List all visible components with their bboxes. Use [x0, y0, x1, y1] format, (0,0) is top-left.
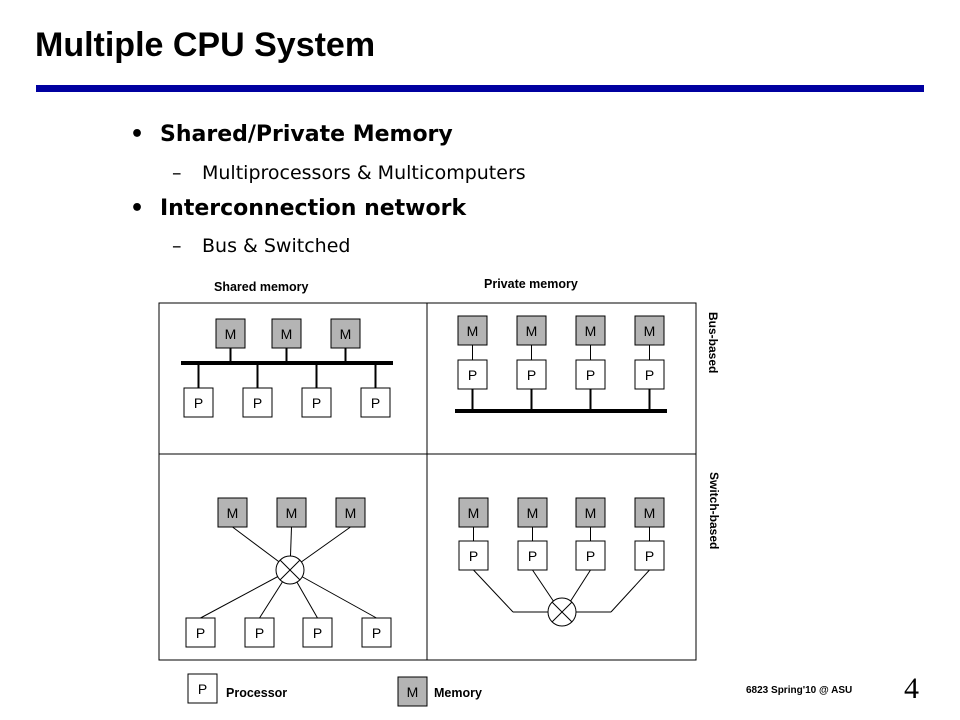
memory-node-label: M — [281, 326, 293, 342]
bullet-dot: • — [130, 196, 145, 221]
processor-node — [575, 540, 606, 571]
processor-node-label: P — [371, 395, 380, 411]
memory-node-label: M — [340, 326, 352, 342]
processor-node-label: P — [586, 367, 595, 383]
processor-node-label: P — [255, 625, 264, 641]
switch-link-line — [610, 569, 650, 613]
switch-cross-line — [279, 559, 301, 581]
memory-node — [271, 318, 302, 349]
processor-node — [517, 540, 548, 571]
processor-node — [516, 359, 547, 390]
memory-node — [457, 315, 488, 346]
memory-node — [517, 497, 548, 528]
processor-node — [634, 540, 665, 571]
footer-text: 6823 Spring'10 @ ASU — [746, 685, 853, 696]
switch-link-line — [532, 569, 555, 603]
column-label-shared-memory: Shared memory — [214, 280, 309, 294]
processor-node-label: P — [313, 625, 322, 641]
row-label-switch-based: Switch-based — [707, 472, 721, 549]
memory-node-label: M — [526, 323, 538, 339]
processor-node-label: P — [468, 367, 477, 383]
processor-node-label: P — [586, 548, 595, 564]
diagram-nodes: M M M P P P P M P M P M P M P M M M P P P P M P M P M P M P — [181, 315, 667, 648]
memory-node-label: M — [227, 505, 239, 521]
bullet-text: Interconnection network — [160, 196, 467, 221]
title-rule — [36, 85, 924, 92]
processor-node-label: P — [469, 548, 478, 564]
legend-processor-label: Processor — [226, 686, 287, 700]
bullet-item: • Shared/Private Memory — [130, 122, 453, 147]
sub-bullet-item: – Multiprocessors & Multicomputers — [172, 162, 526, 184]
processor-node-label: P — [527, 367, 536, 383]
memory-node — [634, 497, 665, 528]
processor-node — [361, 617, 392, 648]
sub-bullet-dash: – — [172, 235, 182, 257]
legend-memory-label: Memory — [434, 686, 482, 700]
memory-node — [330, 318, 361, 349]
memory-node-label: M — [345, 505, 357, 521]
sub-bullet-text: Multiprocessors & Multicomputers — [202, 162, 526, 184]
legend-processor-symbol: P — [198, 681, 207, 697]
memory-node — [575, 315, 606, 346]
memory-node — [276, 497, 307, 528]
column-label-private-memory: Private memory — [484, 277, 578, 291]
processor-node — [302, 617, 333, 648]
processor-node-label: P — [253, 395, 262, 411]
switch-cross-line — [551, 601, 573, 623]
processor-node-label: P — [196, 625, 205, 641]
memory-node-label: M — [585, 505, 597, 521]
processor-node — [185, 617, 216, 648]
page-number: 4 — [904, 672, 919, 705]
processor-node-label: P — [312, 395, 321, 411]
processor-node — [183, 387, 214, 418]
processor-node — [244, 617, 275, 648]
memory-node — [575, 497, 606, 528]
bullet-item: • Interconnection network — [130, 196, 467, 221]
memory-node-label: M — [644, 323, 656, 339]
processor-node — [301, 387, 332, 418]
memory-node-label: M — [225, 326, 237, 342]
switch-link-line — [569, 569, 591, 603]
memory-node-label: M — [286, 505, 298, 521]
switch-link-line — [200, 569, 291, 619]
switch-link-line — [289, 569, 377, 619]
processor-node-label: P — [645, 548, 654, 564]
memory-node — [458, 497, 489, 528]
memory-node-label: M — [468, 505, 480, 521]
processor-node-label: P — [528, 548, 537, 564]
legend-processor-swatch — [187, 673, 218, 704]
memory-node — [335, 497, 366, 528]
bullet-text: Shared/Private Memory — [160, 122, 453, 147]
processor-node-label: P — [194, 395, 203, 411]
processor-node-label: P — [372, 625, 381, 641]
memory-node — [215, 318, 246, 349]
memory-node-label: M — [585, 323, 597, 339]
bullet-dot: • — [130, 122, 145, 147]
slide-title: Multiple CPU System — [35, 26, 376, 64]
row-label-bus-based: Bus-based — [706, 312, 720, 373]
processor-node — [457, 359, 488, 390]
processor-node — [242, 387, 273, 418]
memory-node-label: M — [467, 323, 479, 339]
processor-node — [360, 387, 391, 418]
legend-memory-symbol: M — [407, 684, 419, 700]
memory-node-label: M — [644, 505, 656, 521]
bullet-list: • Shared/Private Memory – Multiprocessor… — [0, 0, 960, 260]
memory-node — [634, 315, 665, 346]
processor-node-label: P — [645, 367, 654, 383]
sub-bullet-text: Bus & Switched — [202, 235, 351, 257]
processor-node — [575, 359, 606, 390]
memory-node — [516, 315, 547, 346]
processor-node — [634, 359, 665, 390]
switch-link-line — [473, 569, 514, 613]
memory-node-label: M — [527, 505, 539, 521]
memory-node — [217, 497, 248, 528]
sub-bullet-dash: – — [172, 162, 182, 184]
processor-node — [458, 540, 489, 571]
sub-bullet-item: – Bus & Switched — [172, 235, 351, 257]
legend-memory-swatch — [397, 676, 428, 707]
